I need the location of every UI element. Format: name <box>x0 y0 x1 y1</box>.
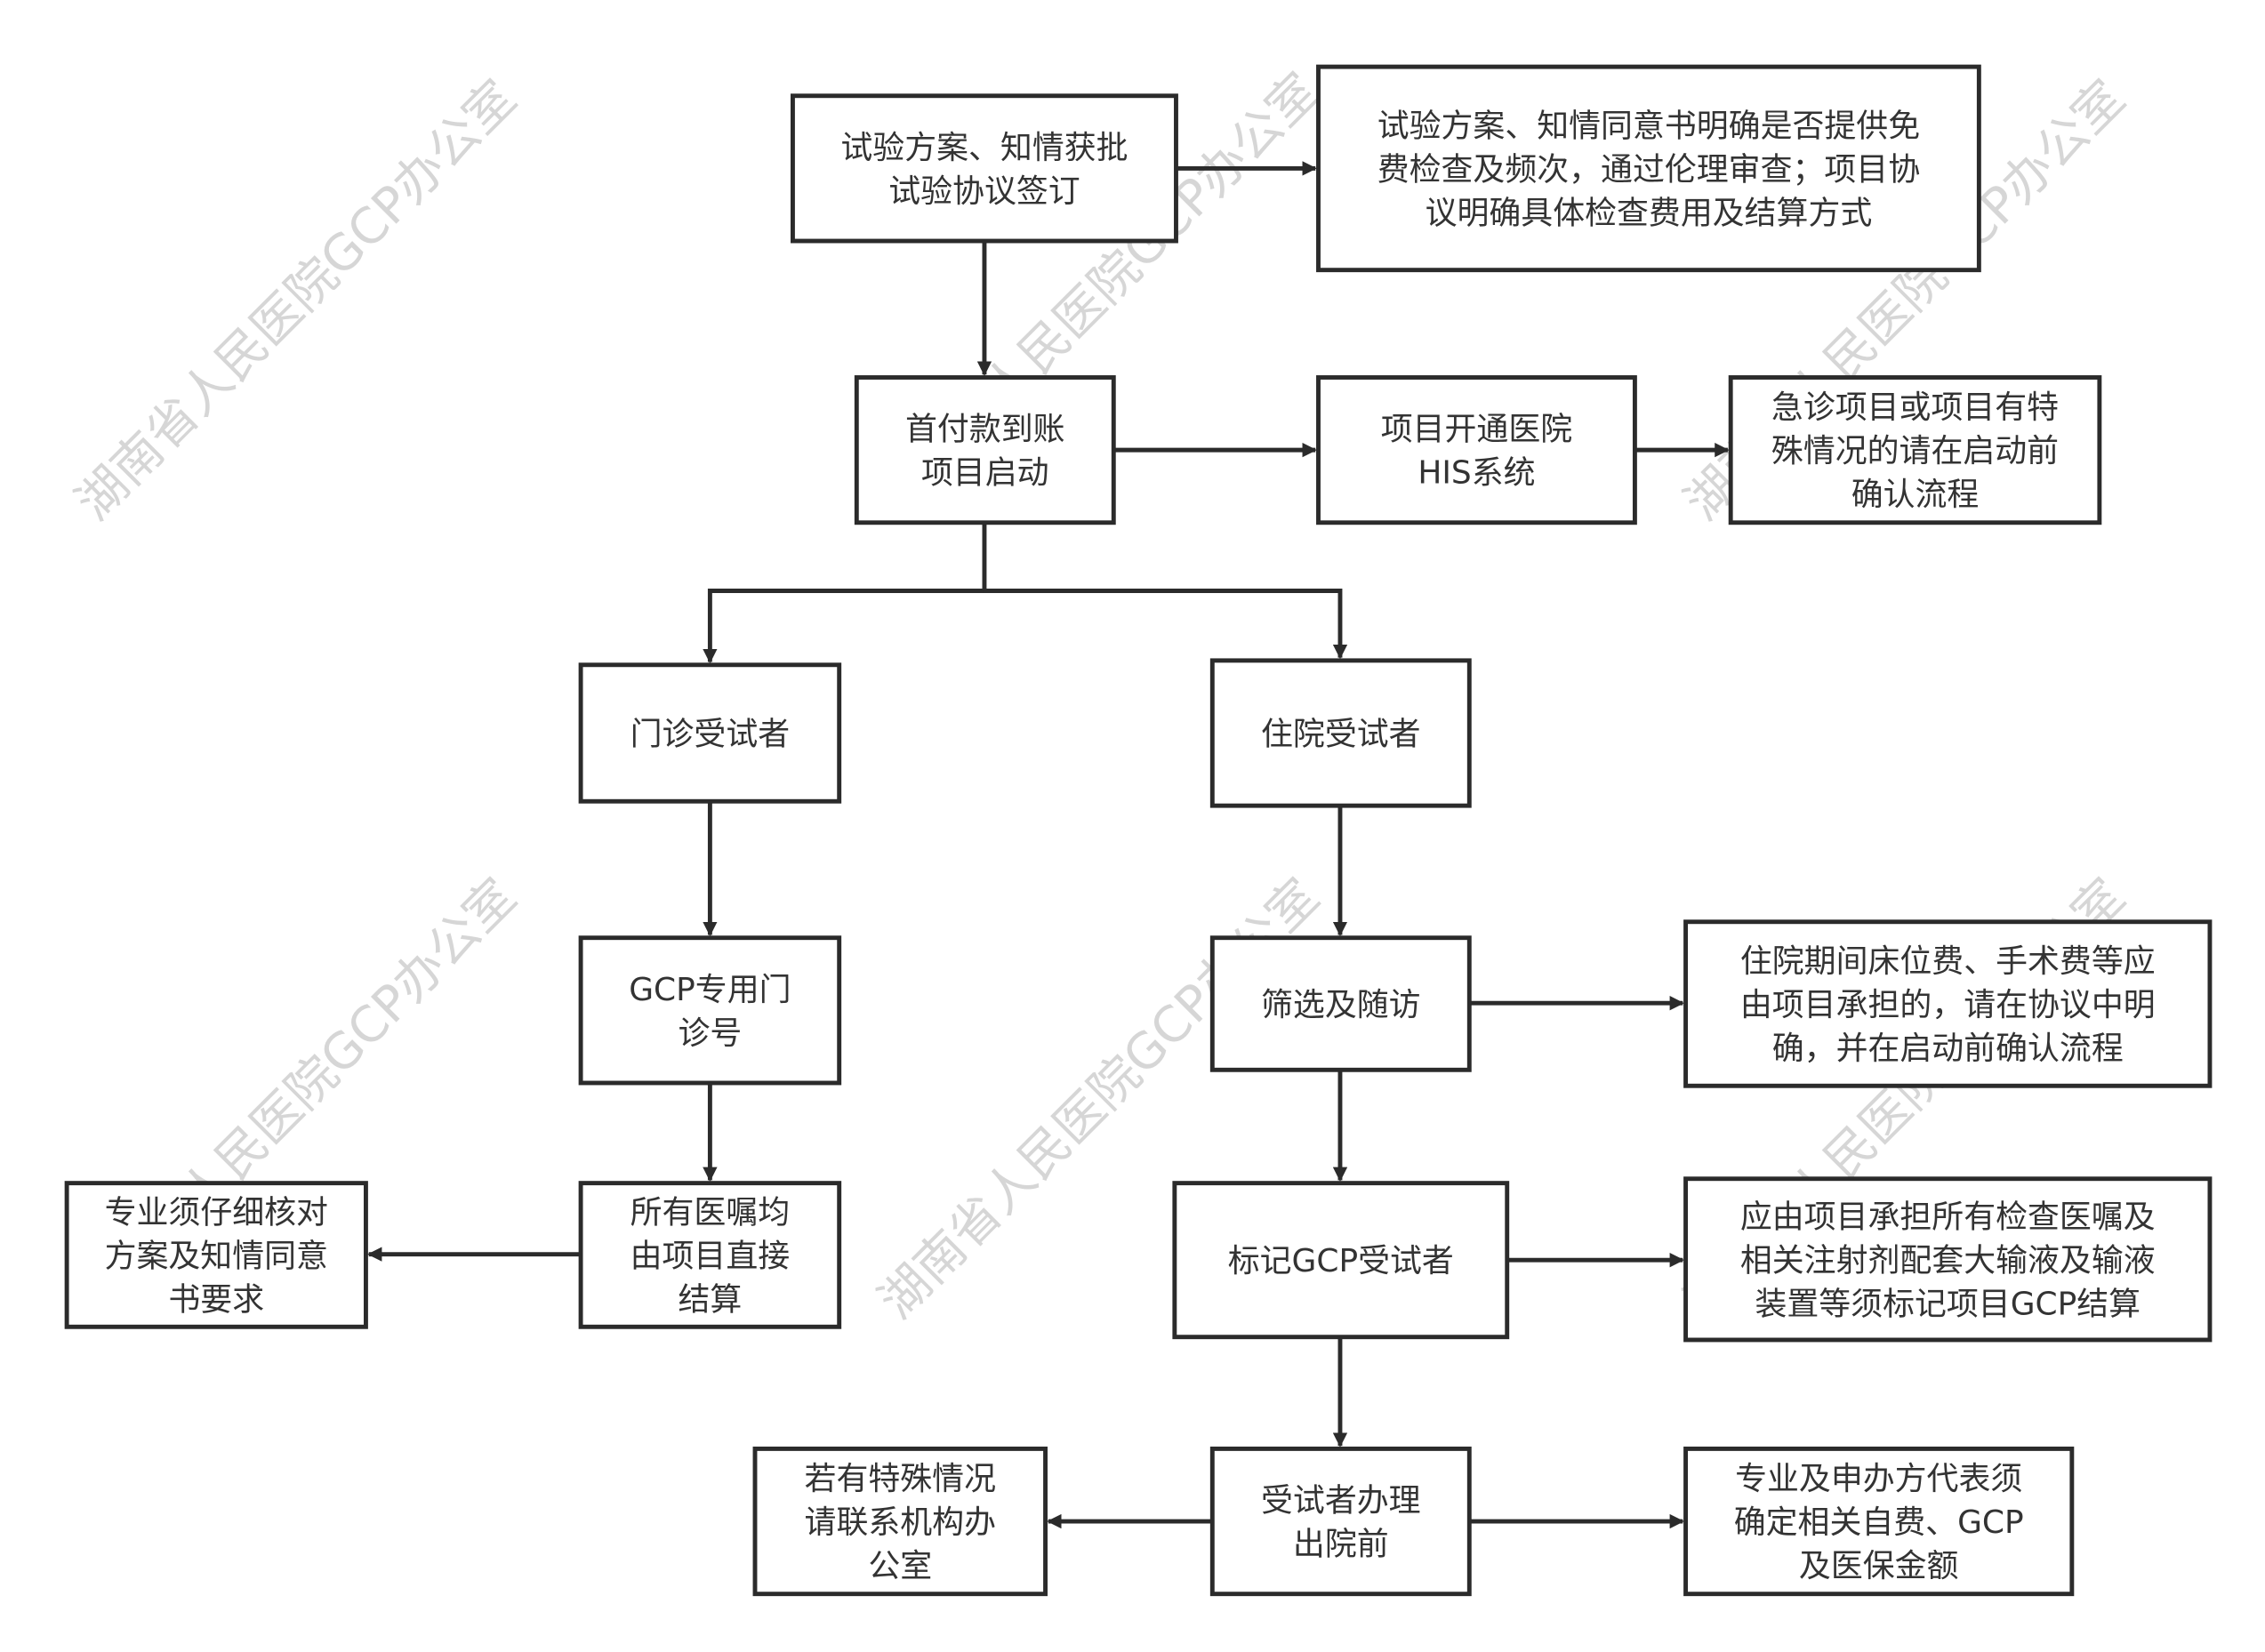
node-text: 装置等须标记项目GCP结算 <box>1755 1286 2141 1322</box>
arrow <box>984 589 1348 660</box>
node-box <box>1316 375 1637 525</box>
node-text: 殊情况的请在启动前 <box>1771 433 2059 469</box>
node-text: 试验协议签订 <box>888 173 1080 210</box>
node-box <box>578 662 842 804</box>
node-text: 标记GCP受试者 <box>1228 1243 1454 1279</box>
node-text: HIS系统 <box>1418 455 1535 492</box>
node-text: 公室 <box>868 1548 932 1584</box>
node-text: 确定相关自费、GCP <box>1734 1504 2024 1541</box>
node-text: 专业须仔细核对 <box>105 1195 328 1231</box>
node-box <box>578 1181 842 1329</box>
node-box <box>1209 658 1472 808</box>
node-mark-gcp: 标记GCP受试者 <box>1172 1181 1510 1340</box>
node-text: GCP专用门 <box>629 972 791 1008</box>
node-text: 项目启动 <box>921 455 1049 492</box>
node-text: 若有特殊情况 <box>805 1461 996 1497</box>
nodes: 试验方案、知情获批试验协议签订试验方案、知情同意书明确是否提供免费检查及频次，通… <box>64 64 2213 1597</box>
node-text: 相关注射剂配套大输液及输液 <box>1740 1242 2156 1279</box>
node-box <box>791 93 1178 244</box>
node-text: 试验方案、知情同意书明确是否提供免 <box>1377 108 1920 144</box>
node-box <box>1683 1446 2075 1597</box>
node-text: 由项目承担的，请在协议中明 <box>1740 987 2156 1023</box>
node-text: 门诊受试者 <box>631 717 791 753</box>
node-box <box>1683 919 2213 1088</box>
node-inpatient: 住院受试者 <box>1209 658 1472 808</box>
node-text: 专业及申办方代表须 <box>1735 1461 2022 1497</box>
node-text: 住院期间床位费、手术费等应 <box>1740 943 2156 980</box>
node-box <box>578 935 842 1086</box>
node-box <box>1316 64 1981 273</box>
node-text: 应由项目承担所有检查医嘱及 <box>1740 1199 2156 1235</box>
node-text: 受试者办理 <box>1261 1483 1421 1520</box>
node-text: 筛选及随访 <box>1261 987 1421 1023</box>
node-box <box>1683 1176 2213 1343</box>
node-box <box>1172 1181 1510 1340</box>
node-text: 诊号 <box>678 1015 742 1052</box>
node-box <box>752 1446 1048 1597</box>
watermark: 湖南省人民医院GCP办公室 <box>65 69 527 532</box>
node-text: 所有医嘱均 <box>631 1195 791 1231</box>
connectors <box>367 161 1730 1529</box>
node-box <box>64 1181 368 1329</box>
node-box <box>1209 1446 1472 1597</box>
arrow <box>703 522 987 664</box>
node-text: 费检查及频次，通过伦理审查；项目协 <box>1377 151 1920 188</box>
node-protocol-note: 试验方案、知情同意书明确是否提供免费检查及频次，通过伦理审查；项目协议明确具体检… <box>1316 64 1981 273</box>
node-outpatient: 门诊受试者 <box>578 662 842 804</box>
node-text: 急诊项目或项目有特 <box>1771 389 2059 426</box>
node-box <box>1728 375 2102 525</box>
node-screening: 筛选及随访 <box>1209 935 1472 1072</box>
node-box <box>854 375 1116 525</box>
node-box <box>1209 935 1472 1072</box>
node-text: 住院受试者 <box>1261 717 1421 753</box>
node-text: 请联系机构办 <box>805 1504 996 1541</box>
node-text: 方案及知情同意 <box>105 1239 328 1275</box>
node-text: 及医保金额 <box>1799 1548 1959 1584</box>
node-text: 由项目直接 <box>631 1239 791 1275</box>
node-his: 项目开通医院 HIS系统 <box>1316 375 1637 525</box>
node-text: 书要求 <box>168 1282 264 1319</box>
node-text: 项目开通医院 <box>1381 412 1572 448</box>
node-text: 确认流程 <box>1851 477 1980 513</box>
node-text: 确，并在启动前确认流程 <box>1772 1030 2124 1067</box>
node-text: 首付款到账 <box>905 412 1065 448</box>
node-text: 试验方案、知情获批 <box>840 130 1128 166</box>
node-text: 出院前 <box>1293 1527 1389 1563</box>
node-text: 结算 <box>678 1282 742 1319</box>
node-text: 议明确具体检查费用及结算方式 <box>1426 195 1873 231</box>
